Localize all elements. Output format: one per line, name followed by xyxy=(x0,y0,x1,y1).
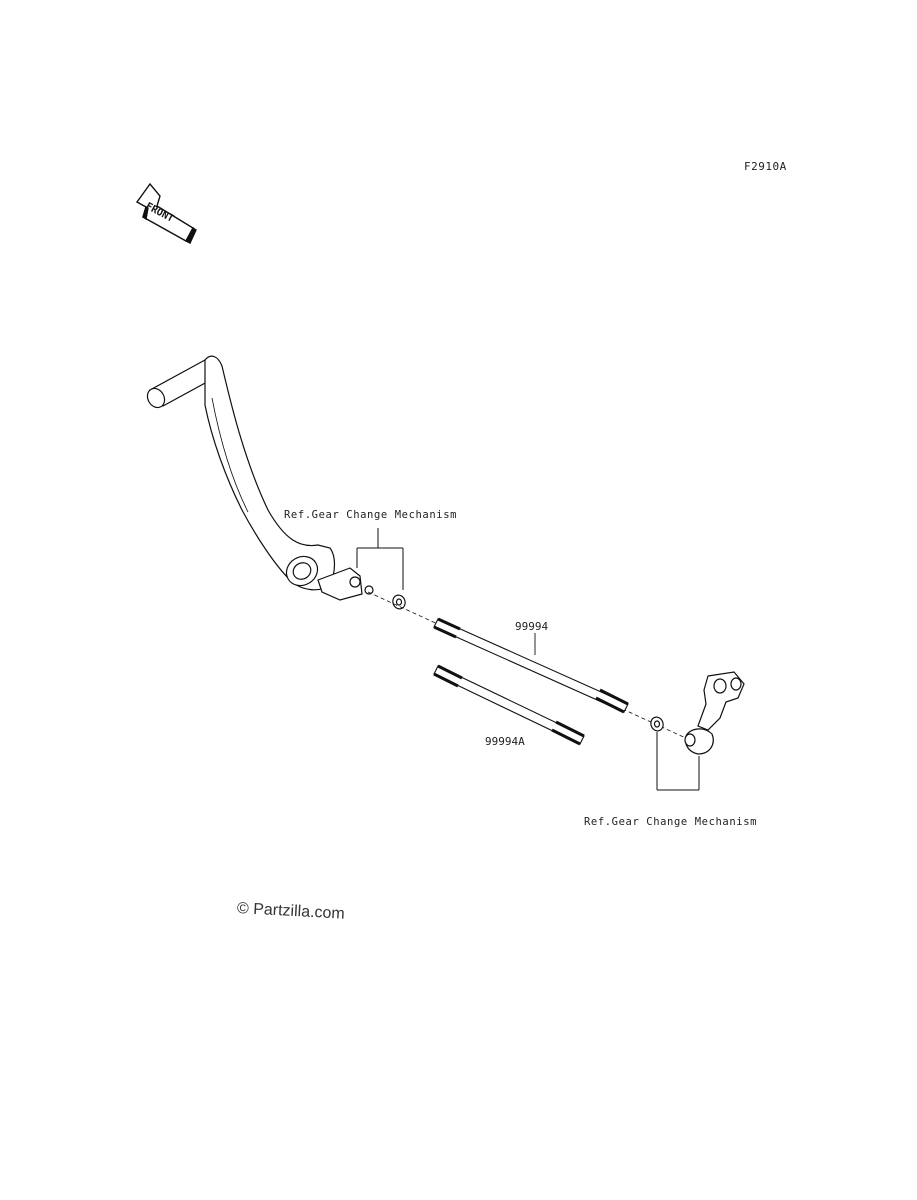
tie-rod-99994a-drawing xyxy=(433,664,585,746)
shift-pedal-drawing xyxy=(146,355,374,601)
nut-lower-drawing xyxy=(650,716,664,732)
part-number-99994a: 99994A xyxy=(485,735,525,748)
ref-label-upper: Ref.Gear Change Mechanism xyxy=(284,509,458,521)
part-number-99994: 99994 xyxy=(515,620,549,633)
shift-arm-drawing xyxy=(684,671,745,755)
ref-bracket-lower xyxy=(656,732,700,791)
figure-code: F2910A xyxy=(744,160,787,173)
ref-bracket-upper xyxy=(356,528,404,590)
tie-rod-99994-drawing xyxy=(433,617,629,714)
front-arrow-icon: FRONT xyxy=(135,182,197,244)
nut-upper-drawing xyxy=(392,594,406,610)
ref-label-lower: Ref.Gear Change Mechanism xyxy=(584,816,758,828)
